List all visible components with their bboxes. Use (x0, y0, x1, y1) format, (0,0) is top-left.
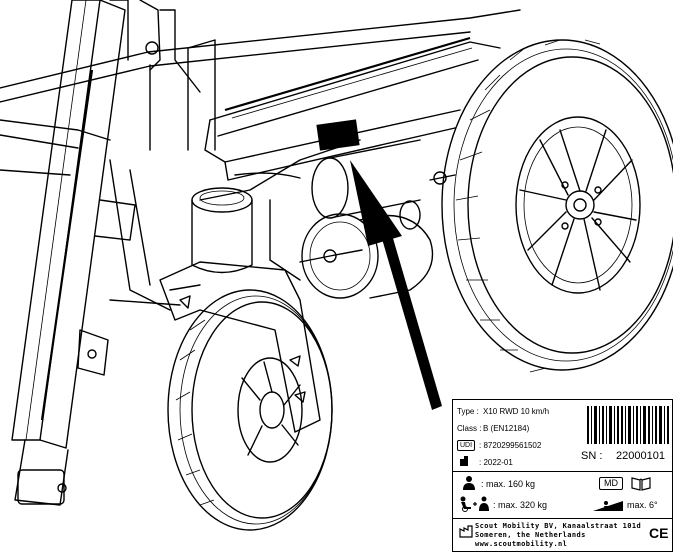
caster-wheel (167, 289, 333, 531)
rear-drive-wheel (441, 39, 673, 373)
udi-label: UDI (457, 440, 475, 451)
wheelchair-plus-person-icon (460, 496, 489, 512)
manufacturer-address: Someren, the Netherlands (475, 531, 586, 539)
medical-device-mark: MD (599, 477, 623, 490)
manufacture-date-icon (460, 456, 468, 466)
max-slope: max. 6° (627, 500, 658, 510)
label-location-marker (316, 119, 360, 151)
udi-value: : 8720299561502 (479, 441, 542, 450)
max-total-weight: : max. 320 kg (493, 500, 548, 510)
manufacture-date: : 2022-01 (479, 458, 513, 467)
seat-frame (0, 9, 521, 181)
manufacturer-icon (459, 525, 473, 538)
front-caster (159, 187, 321, 433)
person-icon (463, 476, 475, 490)
manufacturer-website: www.scoutmobility.nl (475, 540, 568, 548)
type-value: X10 RWD 10 km/h (483, 407, 550, 416)
barcode (587, 406, 669, 444)
serial-label: SN : (581, 450, 603, 462)
indicator-arrow (350, 160, 442, 410)
lower-frame (109, 139, 361, 311)
product-label: Type : X10 RWD 10 km/h Class : B (EN1218… (452, 399, 673, 552)
left-upright-tube (11, 0, 161, 506)
max-user-weight: : max. 160 kg (481, 479, 536, 489)
instructions-book-icon (631, 477, 651, 491)
serial-number: 22000101 (616, 450, 665, 462)
class-label: Class : (457, 424, 482, 433)
manufacturer-name: Scout Mobility BV, Kanaalstraat 101d (475, 522, 642, 530)
slope-icon (593, 501, 623, 511)
label-divider (453, 518, 672, 519)
class-value: B (EN12184) (483, 424, 530, 433)
type-label: Type : (457, 407, 479, 416)
label-divider (453, 471, 672, 472)
ce-mark: CE (649, 525, 669, 541)
